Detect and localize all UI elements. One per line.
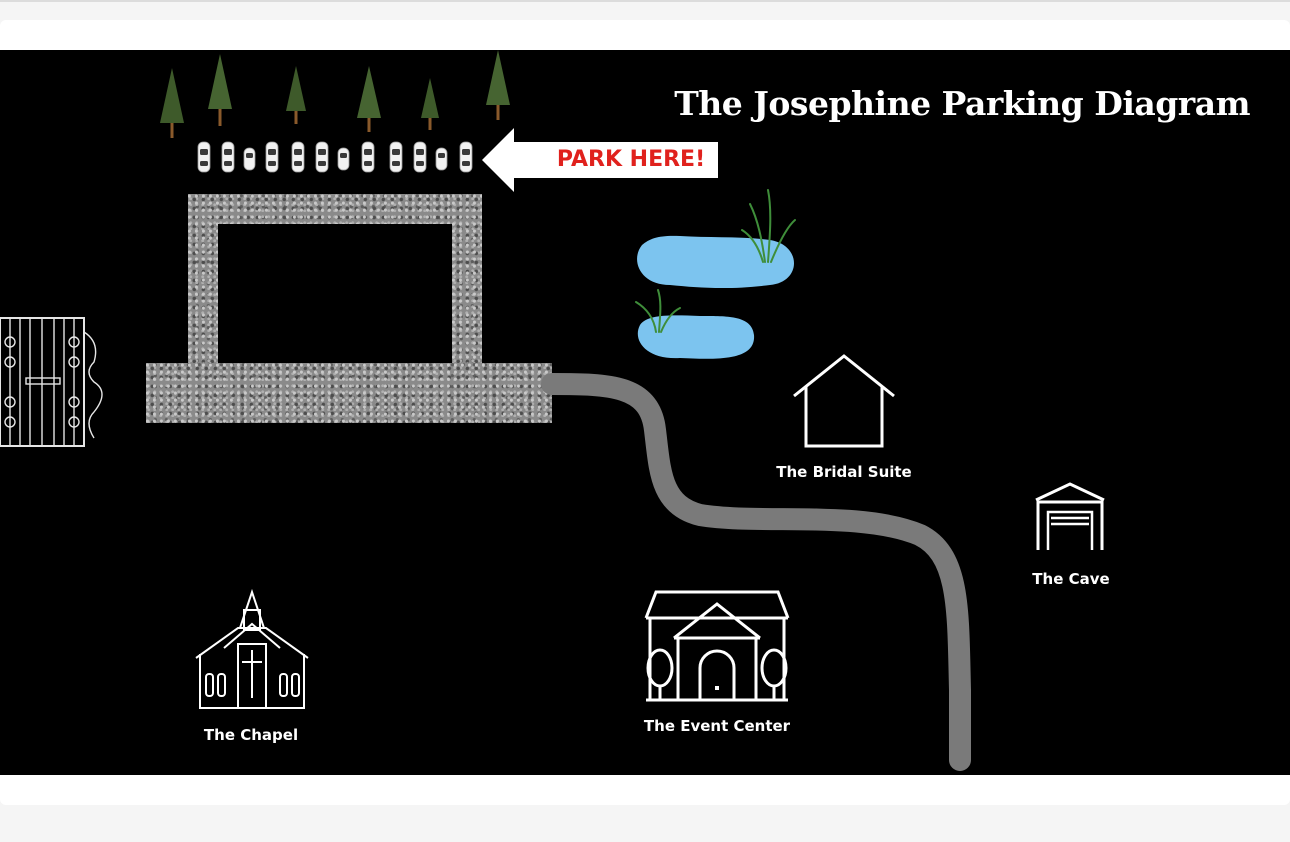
arrow-left-icon <box>482 128 718 192</box>
house-icon <box>793 354 895 448</box>
church-icon <box>195 588 309 709</box>
parking-map: The Josephine Parking Diagram <box>0 50 1290 775</box>
top-divider <box>0 0 1290 2</box>
bridal-suite-label: The Bridal Suite <box>776 463 912 481</box>
garage-icon <box>1035 482 1105 550</box>
pond-icon <box>635 189 796 359</box>
pine-tree-icon <box>357 66 381 132</box>
event-center-icon <box>644 590 790 702</box>
chapel-label: The Chapel <box>203 726 299 744</box>
event-center-label: The Event Center <box>643 717 791 735</box>
gate-icon <box>0 317 103 447</box>
park-here-label: PARK HERE! <box>556 146 706 172</box>
gravel-lot-left <box>188 194 218 374</box>
walking-path <box>541 373 971 771</box>
pine-tree-icon <box>486 50 510 120</box>
pine-tree-icon <box>286 66 306 124</box>
cave-label: The Cave <box>1032 570 1110 588</box>
gravel-lot-top <box>188 194 482 224</box>
gravel-driveway <box>146 363 552 423</box>
gravel-lot-right <box>452 194 482 374</box>
pine-tree-icon <box>160 68 184 138</box>
pine-tree-icon <box>421 78 439 130</box>
map-title: The Josephine Parking Diagram <box>674 84 1250 123</box>
pine-tree-icon <box>208 54 232 126</box>
tree-row <box>160 50 510 138</box>
